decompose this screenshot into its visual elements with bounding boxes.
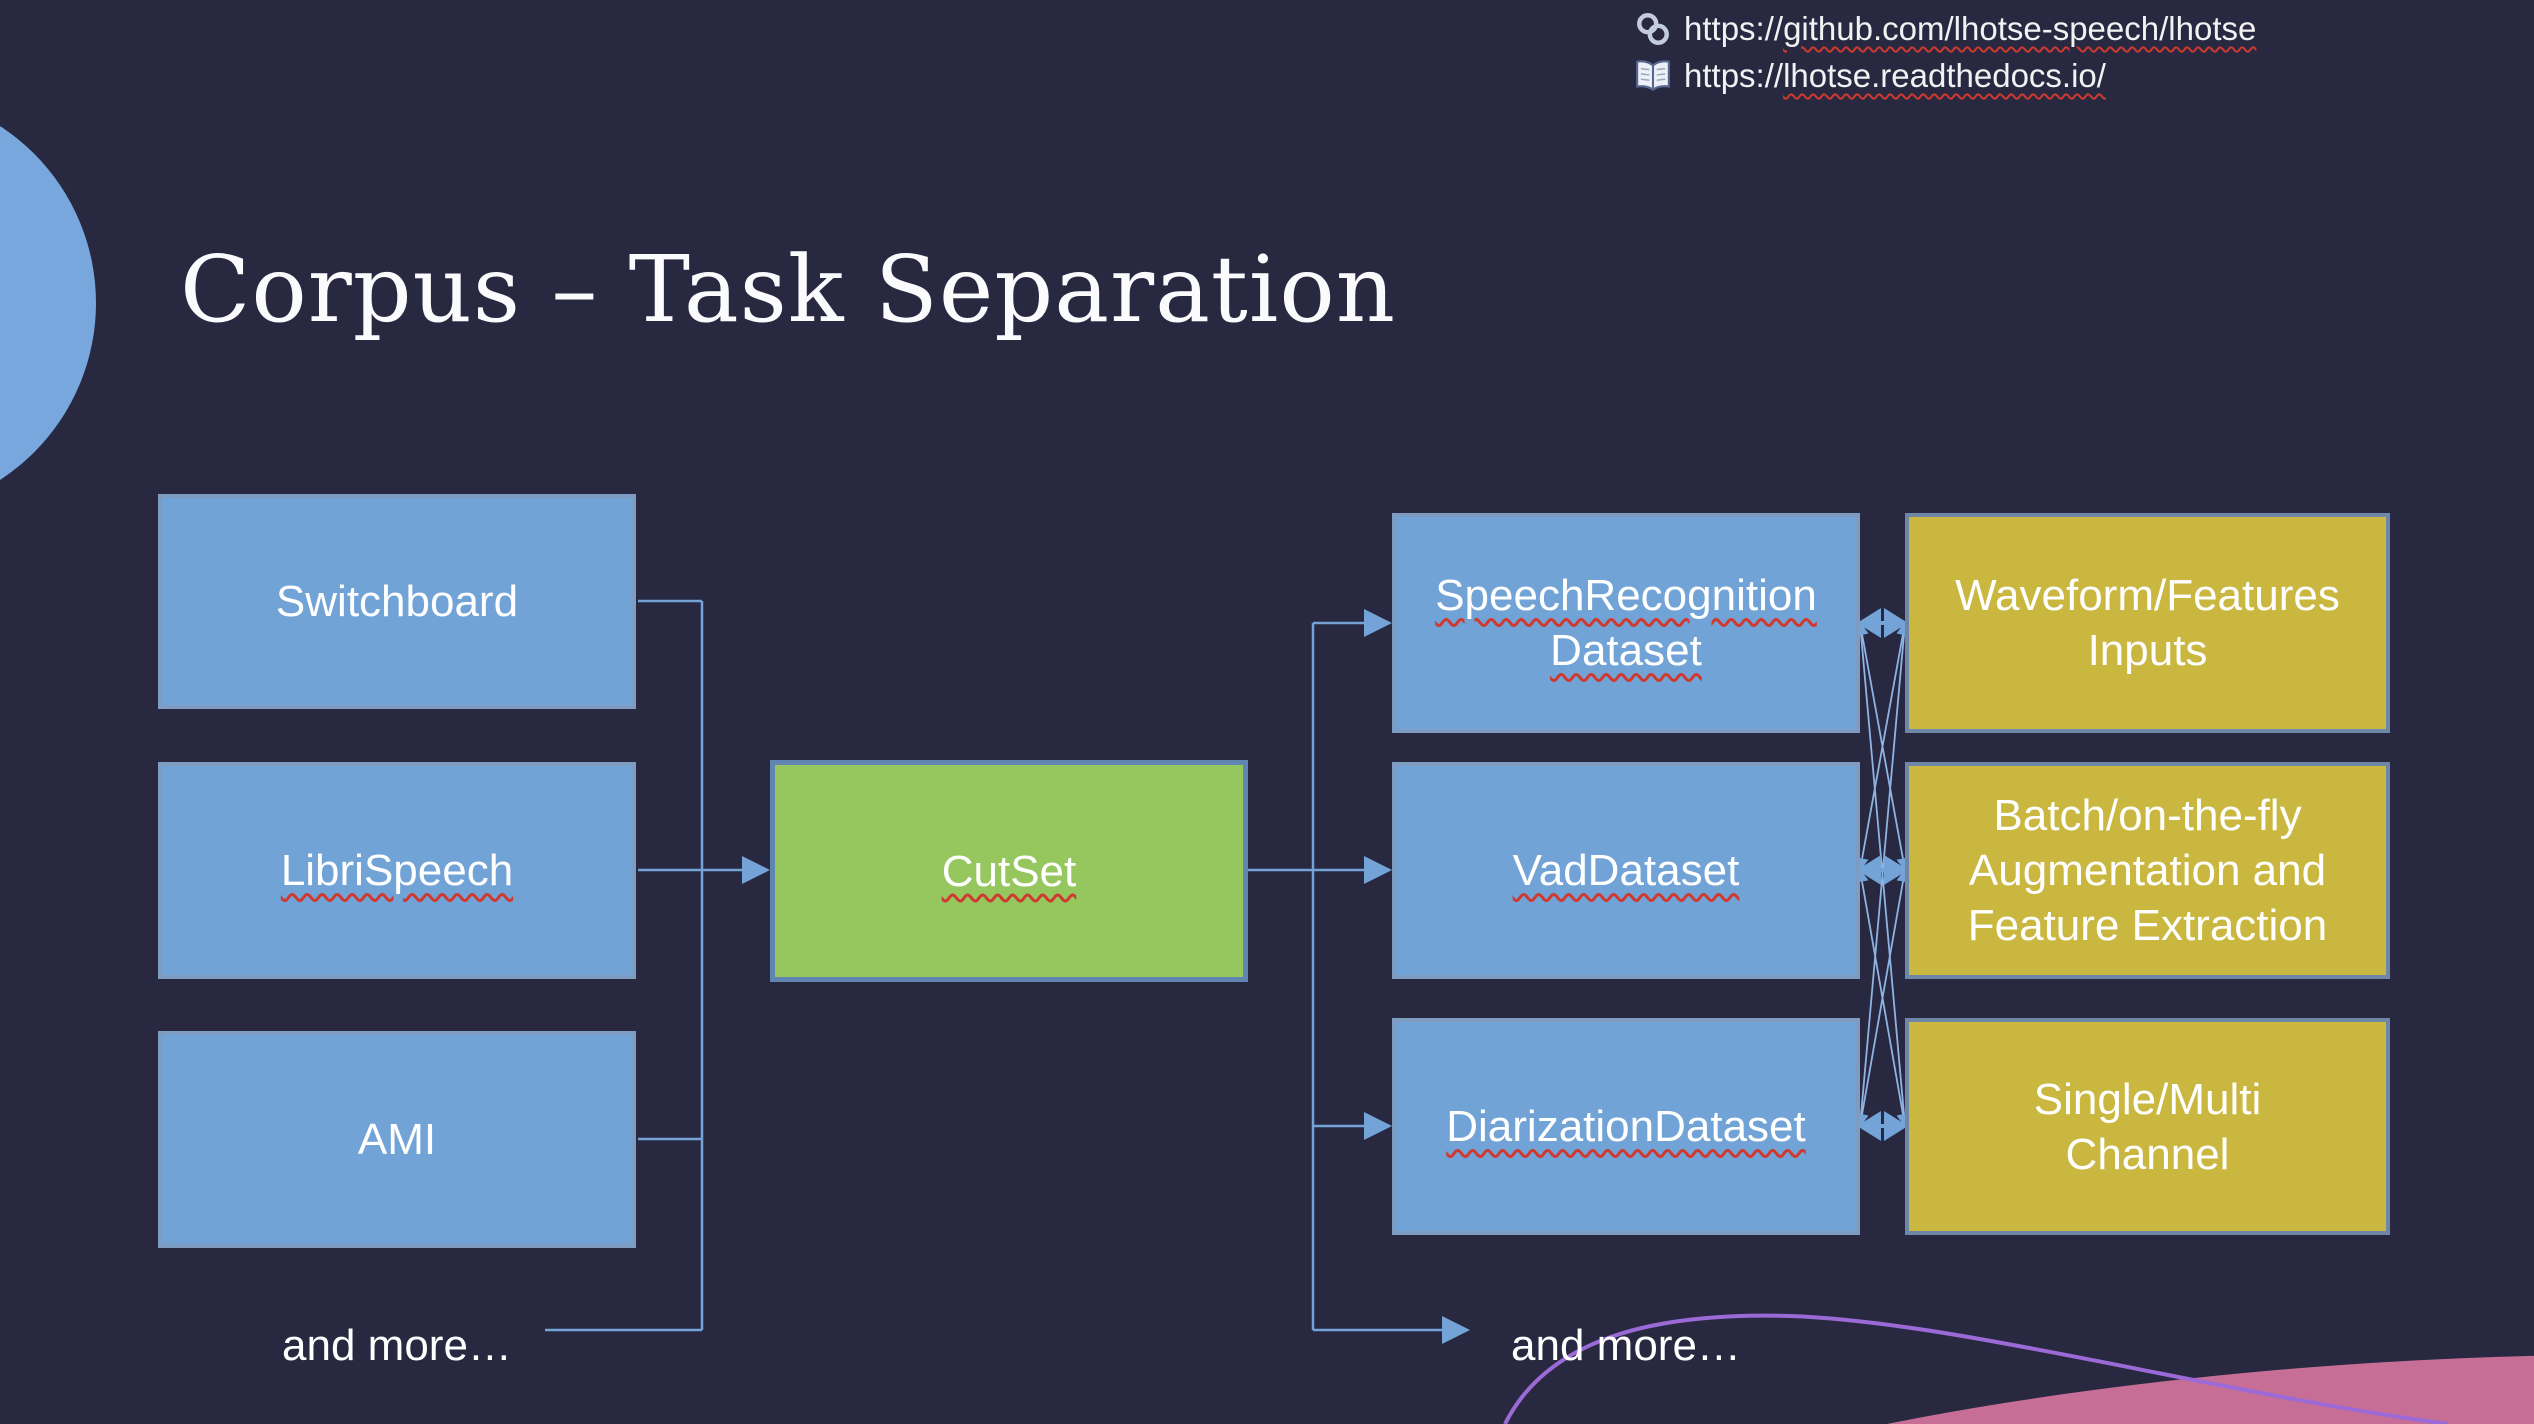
task-label-line: Inputs (2087, 626, 2208, 675)
corpus-label: Switchboard (275, 577, 519, 626)
cutset-to-datasets-connector (1248, 609, 1470, 1344)
corpus-box-ami: AMI (158, 1031, 636, 1248)
datasets-tasks-double-arrows (1857, 608, 1908, 1141)
dataset-label-line: Dataset (1550, 626, 1702, 675)
cutset-box: CutSet (770, 760, 1248, 982)
datasets-more-label: and more… (1511, 1321, 1741, 1370)
docs-url: https://lhotse.readthedocs.io/ (1684, 57, 2106, 94)
task-label-line: Waveform/Features (1955, 571, 2340, 620)
open-book-icon (1634, 57, 1672, 95)
task-label-line: Feature Extraction (1967, 901, 2328, 950)
header-links: https://github.com/lhotse-speech/lhotse (1634, 8, 2256, 97)
docs-link[interactable]: https://lhotse.readthedocs.io/ (1634, 55, 2256, 97)
purple-arc-decor (1503, 1313, 2449, 1424)
task-label-line: Single/Multi (2033, 1074, 2262, 1124)
page-title: Corpus – Task Separation (180, 236, 1396, 343)
dataset-box-vad: VadDataset (1392, 762, 1860, 979)
task-label-line: Batch/on-the-fly (1993, 791, 2302, 840)
corpus-box-switchboard: Switchboard (158, 494, 636, 709)
blue-circle-decor (0, 126, 96, 480)
corpora-to-cutset-connector (545, 599, 770, 1332)
corpus-label: AMI (357, 1115, 437, 1164)
cutset-label: CutSet (941, 846, 1077, 896)
dataset-label-line: VadDataset (1512, 846, 1740, 895)
task-box-waveform-features: Waveform/Features Inputs (1905, 513, 2390, 733)
task-label-line: Augmentation and (1968, 846, 2327, 895)
task-box-augmentation: Batch/on-the-fly Augmentation and Featur… (1905, 762, 2390, 979)
datasets-tasks-crosslinks (1854, 621, 1911, 1128)
task-box-channel: Single/Multi Channel (1905, 1018, 2390, 1235)
corpora-more-label: and more… (282, 1321, 512, 1370)
github-link[interactable]: https://github.com/lhotse-speech/lhotse (1634, 8, 2256, 50)
chain-link-icon (1634, 10, 1672, 48)
corpus-label: LibriSpeech (280, 846, 514, 895)
corpus-box-librispeech: LibriSpeech (158, 762, 636, 979)
github-url: https://github.com/lhotse-speech/lhotse (1684, 10, 2257, 47)
task-label-line: Channel (2065, 1129, 2230, 1179)
dataset-label-line: DiarizationDataset (1446, 1102, 1806, 1151)
dataset-box-speechrecognition: SpeechRecognition Dataset (1392, 513, 1860, 733)
dataset-box-diarization: DiarizationDataset (1392, 1018, 1860, 1235)
dataset-label-line: SpeechRecognition (1435, 571, 1817, 620)
